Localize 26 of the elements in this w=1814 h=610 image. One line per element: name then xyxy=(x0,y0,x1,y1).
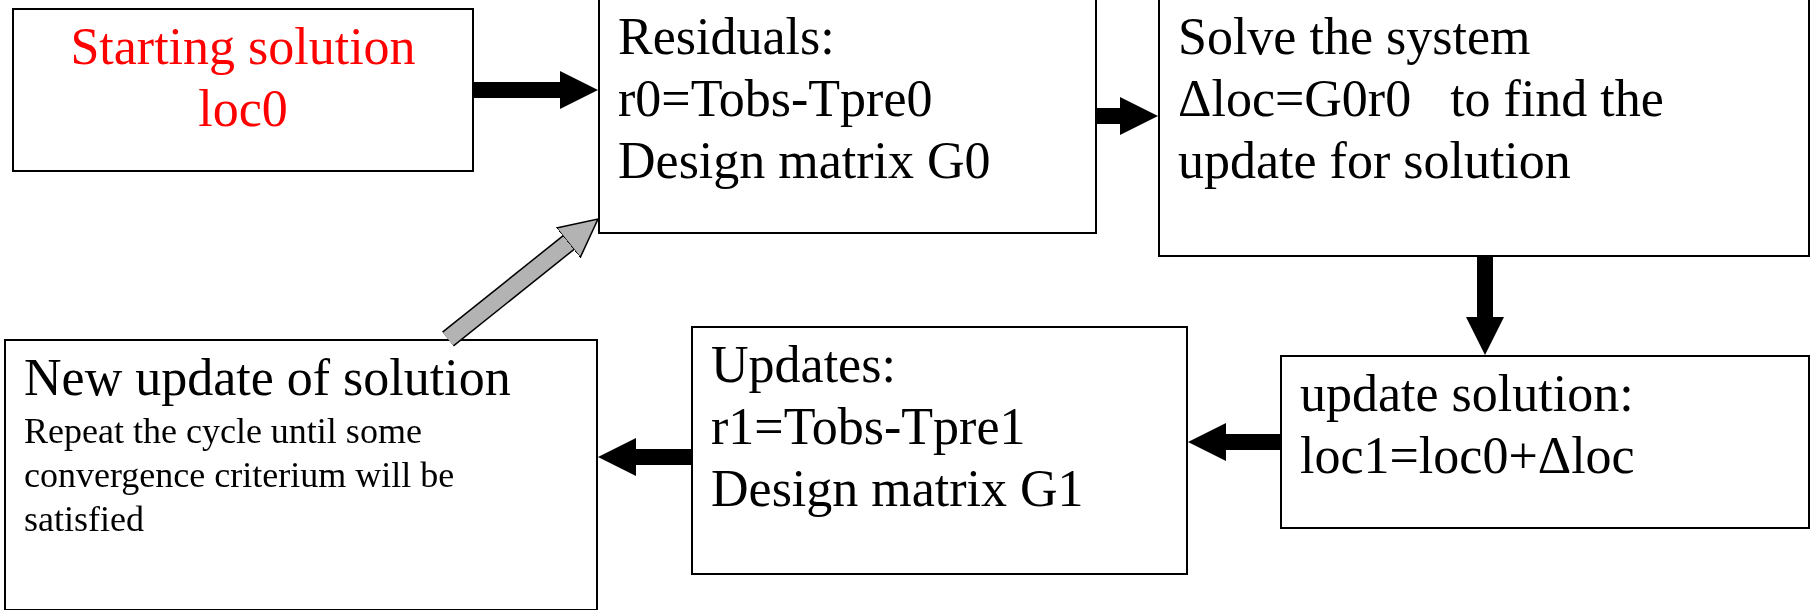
box-text: Updates: xyxy=(711,335,897,395)
block-arrow xyxy=(1097,97,1159,135)
box-text: Design matrix G1 xyxy=(711,459,1085,519)
box-text: Δloc=G0r0 to find the xyxy=(1178,69,1665,129)
process-box xyxy=(4,339,598,610)
block-arrow xyxy=(597,438,691,476)
box-text: update for solution xyxy=(1178,131,1572,191)
block-arrow xyxy=(1466,257,1504,356)
box-text: Residuals: xyxy=(618,7,836,67)
box-text: Solve the system xyxy=(1178,7,1532,67)
process-box xyxy=(1280,355,1810,529)
note-text: Repeat the cycle until some convergence criterium will be satisfied xyxy=(24,410,456,541)
box-text: New update of solution xyxy=(24,348,512,408)
box-text: Starting solution loc0 xyxy=(69,17,417,139)
box-text: r0=Tobs-Tpre0 xyxy=(618,69,934,129)
box-text: loc1=loc0+Δloc xyxy=(1300,426,1636,486)
block-arrow xyxy=(1187,423,1280,461)
process-box xyxy=(691,326,1188,575)
process-box xyxy=(598,0,1097,234)
process-box xyxy=(1158,0,1810,257)
block-arrow xyxy=(474,71,599,109)
block-arrow xyxy=(442,218,599,347)
process-box xyxy=(12,8,474,172)
box-text: r1=Tobs-Tpre1 xyxy=(711,397,1027,457)
box-text: update solution: xyxy=(1300,364,1635,424)
box-text: Design matrix G0 xyxy=(618,131,992,191)
